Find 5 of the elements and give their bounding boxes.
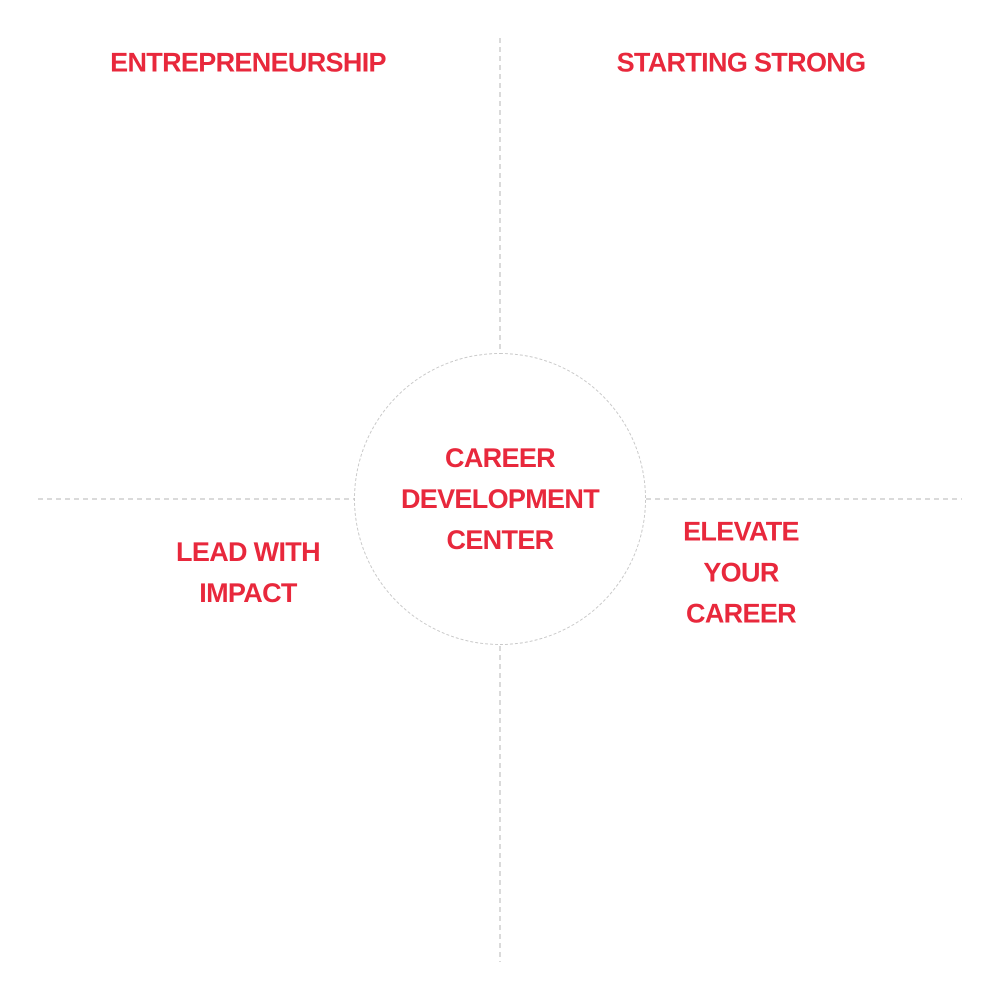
quadrant-title: ELEVATE YOUR CAREER (682, 516, 800, 630)
quadrant-title: STARTING STRONG (616, 46, 866, 80)
quadrant-title: ENTREPRENEURSHIP (109, 46, 387, 80)
quadrant-title: LEAD WITH IMPACT (175, 536, 321, 610)
center-title: CAREER DEVELOPMENT CENTER (400, 442, 600, 556)
